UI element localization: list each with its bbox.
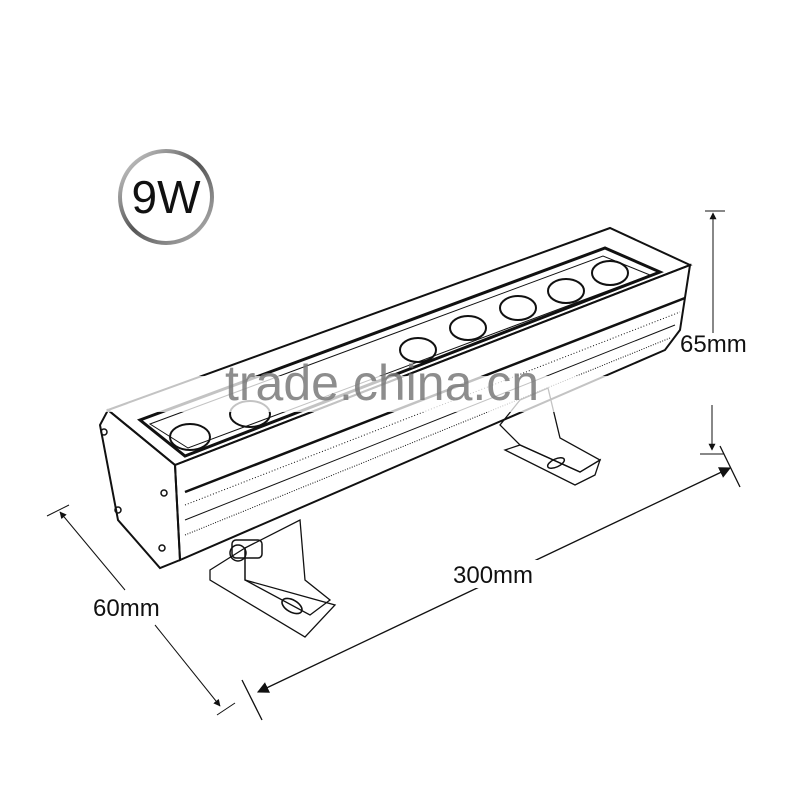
depth-dimension: 60mm	[46, 504, 236, 716]
led-array	[169, 260, 629, 451]
height-dimension: 65mm	[680, 210, 747, 455]
led-icon	[499, 295, 537, 321]
length-dimension: 300mm	[241, 445, 741, 721]
led-icon	[169, 423, 211, 451]
led-icon	[399, 337, 437, 363]
led-icon	[547, 278, 585, 304]
cable-gland-icon	[229, 539, 263, 562]
led-icon	[591, 260, 629, 286]
watermark: trade.china.cn	[90, 355, 770, 412]
watermark-text: trade.china.cn	[225, 355, 539, 411]
height-label: 65mm	[680, 331, 747, 358]
length-label: 300mm	[453, 562, 533, 589]
power-label: 9W	[132, 171, 202, 223]
led-icon	[449, 315, 487, 341]
depth-label: 60mm	[93, 595, 160, 622]
badge-ring-icon	[118, 149, 214, 245]
front-bracket	[209, 518, 337, 638]
power-badge: 9W	[118, 149, 214, 245]
